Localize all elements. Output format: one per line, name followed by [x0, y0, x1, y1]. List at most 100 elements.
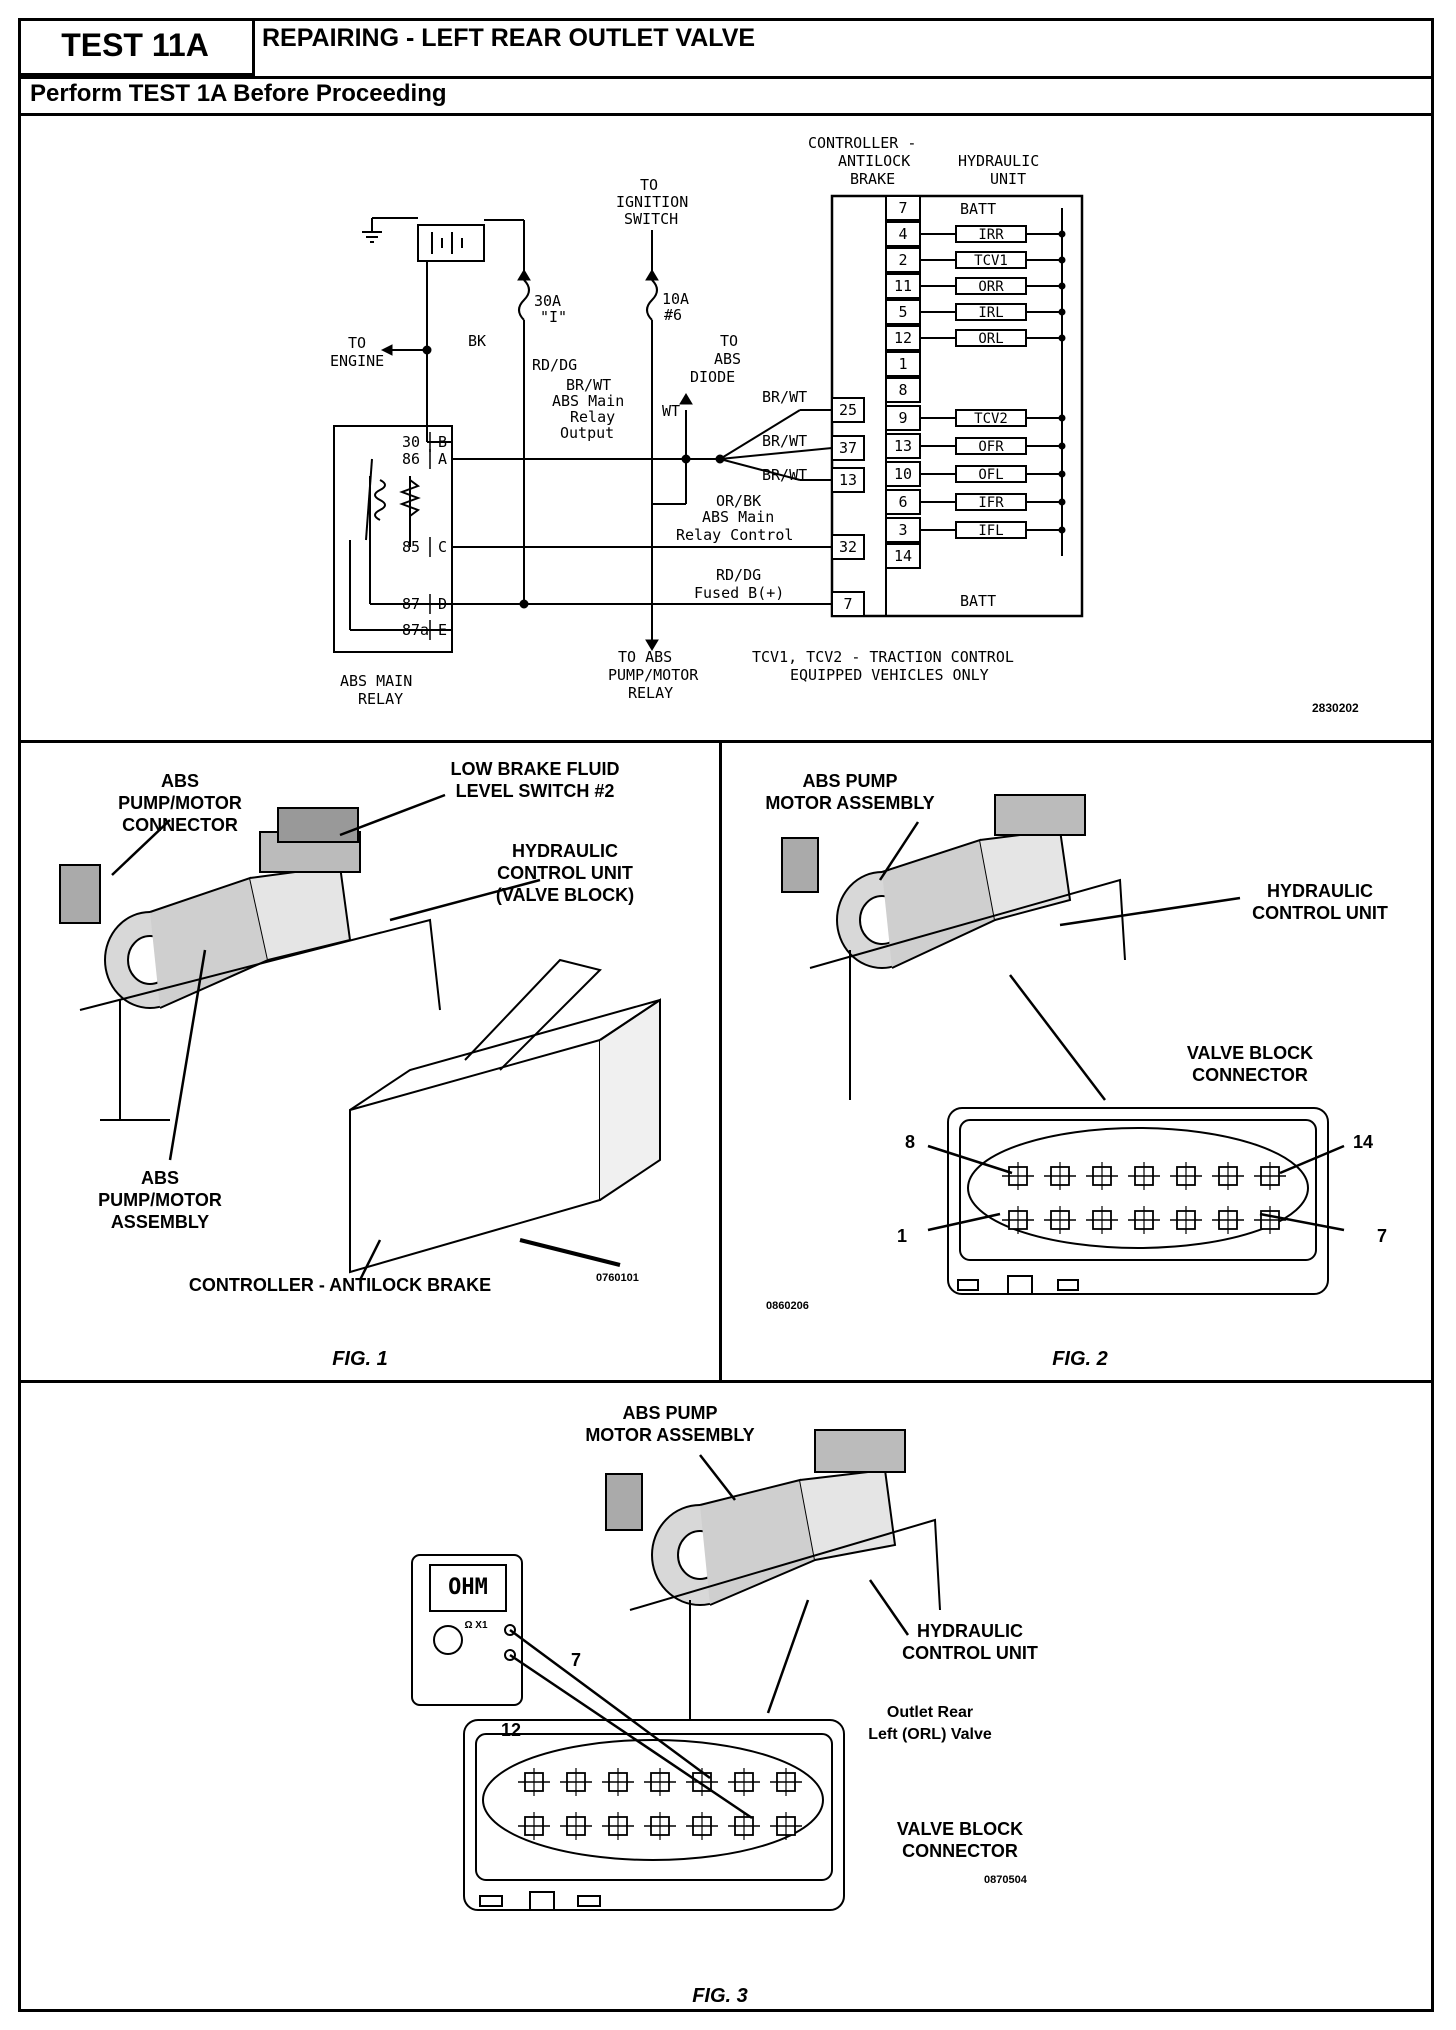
wire-color-label: BK — [468, 332, 486, 350]
ohmmeter-display: OHM — [448, 1575, 488, 1600]
fig2-pump-label: MOTOR ASSEMBLY — [765, 793, 935, 813]
ignition-label: TO — [640, 176, 658, 194]
relay-terminal: C — [438, 538, 447, 556]
main-relay-label: RELAY — [358, 690, 403, 708]
pin-number: 37 — [839, 439, 857, 457]
divider — [719, 740, 722, 1380]
pin-box — [885, 405, 921, 431]
diode-label: DIODE — [690, 368, 735, 386]
fig2-hcu-label: CONTROL UNIT — [1252, 903, 1388, 923]
pin-number: 25 — [839, 401, 857, 419]
fig1-caption: FIG. 1 — [332, 1348, 388, 1370]
wire-label: ABS Main — [552, 392, 624, 410]
engine-label: TO — [348, 334, 366, 352]
fuse-label: "I" — [540, 308, 567, 326]
controller-module — [349, 958, 661, 1274]
main-relay-label: ABS MAIN — [340, 672, 412, 690]
connector-pins — [1002, 1162, 1286, 1234]
pin-box — [885, 325, 921, 351]
pin-box — [885, 273, 921, 299]
fig1-switch-label: LOW BRAKE FLUID — [450, 759, 620, 779]
relay-pin: 86 — [402, 450, 420, 468]
wire-label: ABS Main — [702, 508, 774, 526]
ignition-label: SWITCH — [624, 210, 678, 228]
ignition-label: IGNITION — [616, 193, 688, 211]
pin-number: 4 — [898, 225, 907, 243]
fig3-pump-label: MOTOR ASSEMBLY — [585, 1425, 755, 1445]
fig1-connector-label: PUMP/MOTOR — [118, 793, 242, 813]
pin-number: 5 — [898, 303, 907, 321]
battery-icon — [417, 219, 524, 262]
ref-code: 0860206 — [766, 1300, 809, 1312]
pin-box — [885, 299, 921, 325]
fig2-hcu-label: HYDRAULIC — [1267, 881, 1373, 901]
valve-label: ORL — [978, 331, 1003, 347]
batt-label: BATT — [960, 592, 996, 610]
fig3-hcu-label: HYDRAULIC — [917, 1621, 1023, 1641]
test-id: TEST 11A — [18, 18, 255, 76]
pin-number: 14 — [894, 547, 912, 565]
valve-block-connector — [463, 1719, 845, 1911]
valve-label: IFR — [978, 495, 1004, 511]
pin-number: 7 — [843, 595, 852, 613]
pin-box — [885, 543, 921, 569]
divider — [18, 76, 1434, 79]
relay-terminal: D — [438, 595, 447, 613]
hydraulic-unit-label: HYDRAULIC — [958, 152, 1039, 170]
fig1-assembly-label: ABS — [140, 1168, 179, 1188]
pump-relay-label: TO ABS — [618, 648, 672, 666]
fig2-connector-label: VALVE BLOCK — [1186, 1043, 1314, 1063]
pin-number: 3 — [898, 521, 907, 539]
ref-code: 0870504 — [984, 1874, 1027, 1886]
relay-terminal: E — [438, 621, 447, 639]
traction-note: EQUIPPED VEHICLES ONLY — [790, 666, 989, 684]
fig1-assembly-label: ASSEMBLY — [110, 1212, 210, 1232]
valve-label: TCV2 — [974, 411, 1008, 427]
wire-label: BR/WT — [566, 376, 611, 394]
pin-number: 6 — [898, 493, 907, 511]
engine-label: ENGINE — [330, 352, 384, 370]
fig3-caption: FIG. 3 — [692, 1985, 748, 2007]
fig3-connector-label: VALVE BLOCK — [896, 1819, 1024, 1839]
valve-label: TCV1 — [974, 253, 1008, 269]
pin-number: 8 — [904, 1132, 915, 1152]
batt-label: BATT — [960, 200, 996, 218]
pin-number: 7 — [1376, 1226, 1387, 1246]
page-frame — [18, 18, 1434, 2012]
pin-box — [831, 591, 865, 617]
fig1-switch-label: LEVEL SWITCH #2 — [455, 781, 615, 801]
fig1-connector-label: CONNECTOR — [122, 815, 238, 835]
ground-icon — [362, 217, 418, 243]
pin-number: 1 — [896, 1226, 907, 1246]
pin-box — [885, 517, 921, 543]
controller-label: BRAKE — [850, 170, 895, 188]
divider — [18, 113, 1434, 116]
diode-label: TO — [720, 332, 738, 350]
ohmmeter-range: Ω X1 — [464, 1620, 488, 1631]
fig1-controller-label: CONTROLLER - ANTILOCK BRAKE — [188, 1275, 492, 1295]
wire-color-label: RD/DG — [532, 356, 577, 374]
fig3-connector-label: CONNECTOR — [902, 1841, 1018, 1861]
pin-number: 13 — [894, 437, 912, 455]
pin-box — [831, 467, 865, 493]
controller-label: CONTROLLER - — [808, 134, 916, 152]
diode-label: ABS — [714, 350, 741, 368]
hydraulic-unit-label: UNIT — [990, 170, 1026, 188]
valve-block-connector — [947, 1107, 1329, 1295]
fuse-label: 30A — [534, 292, 561, 310]
pump-motor-assembly — [59, 807, 441, 1121]
fig3-hcu-label: CONTROL UNIT — [902, 1643, 1038, 1663]
fig3-valve-label: Outlet Rear — [886, 1704, 974, 1721]
relay-terminal: B — [438, 433, 447, 451]
ref-code: 2830202 — [1312, 701, 1359, 715]
wire-label: Output — [560, 424, 614, 442]
fig2-caption: FIG. 2 — [1052, 1348, 1108, 1370]
fig2-connector-label: CONNECTOR — [1192, 1065, 1308, 1085]
wire-label: OR/BK — [716, 492, 761, 510]
divider — [18, 1380, 1434, 1383]
wire-label: Relay Control — [676, 526, 793, 544]
